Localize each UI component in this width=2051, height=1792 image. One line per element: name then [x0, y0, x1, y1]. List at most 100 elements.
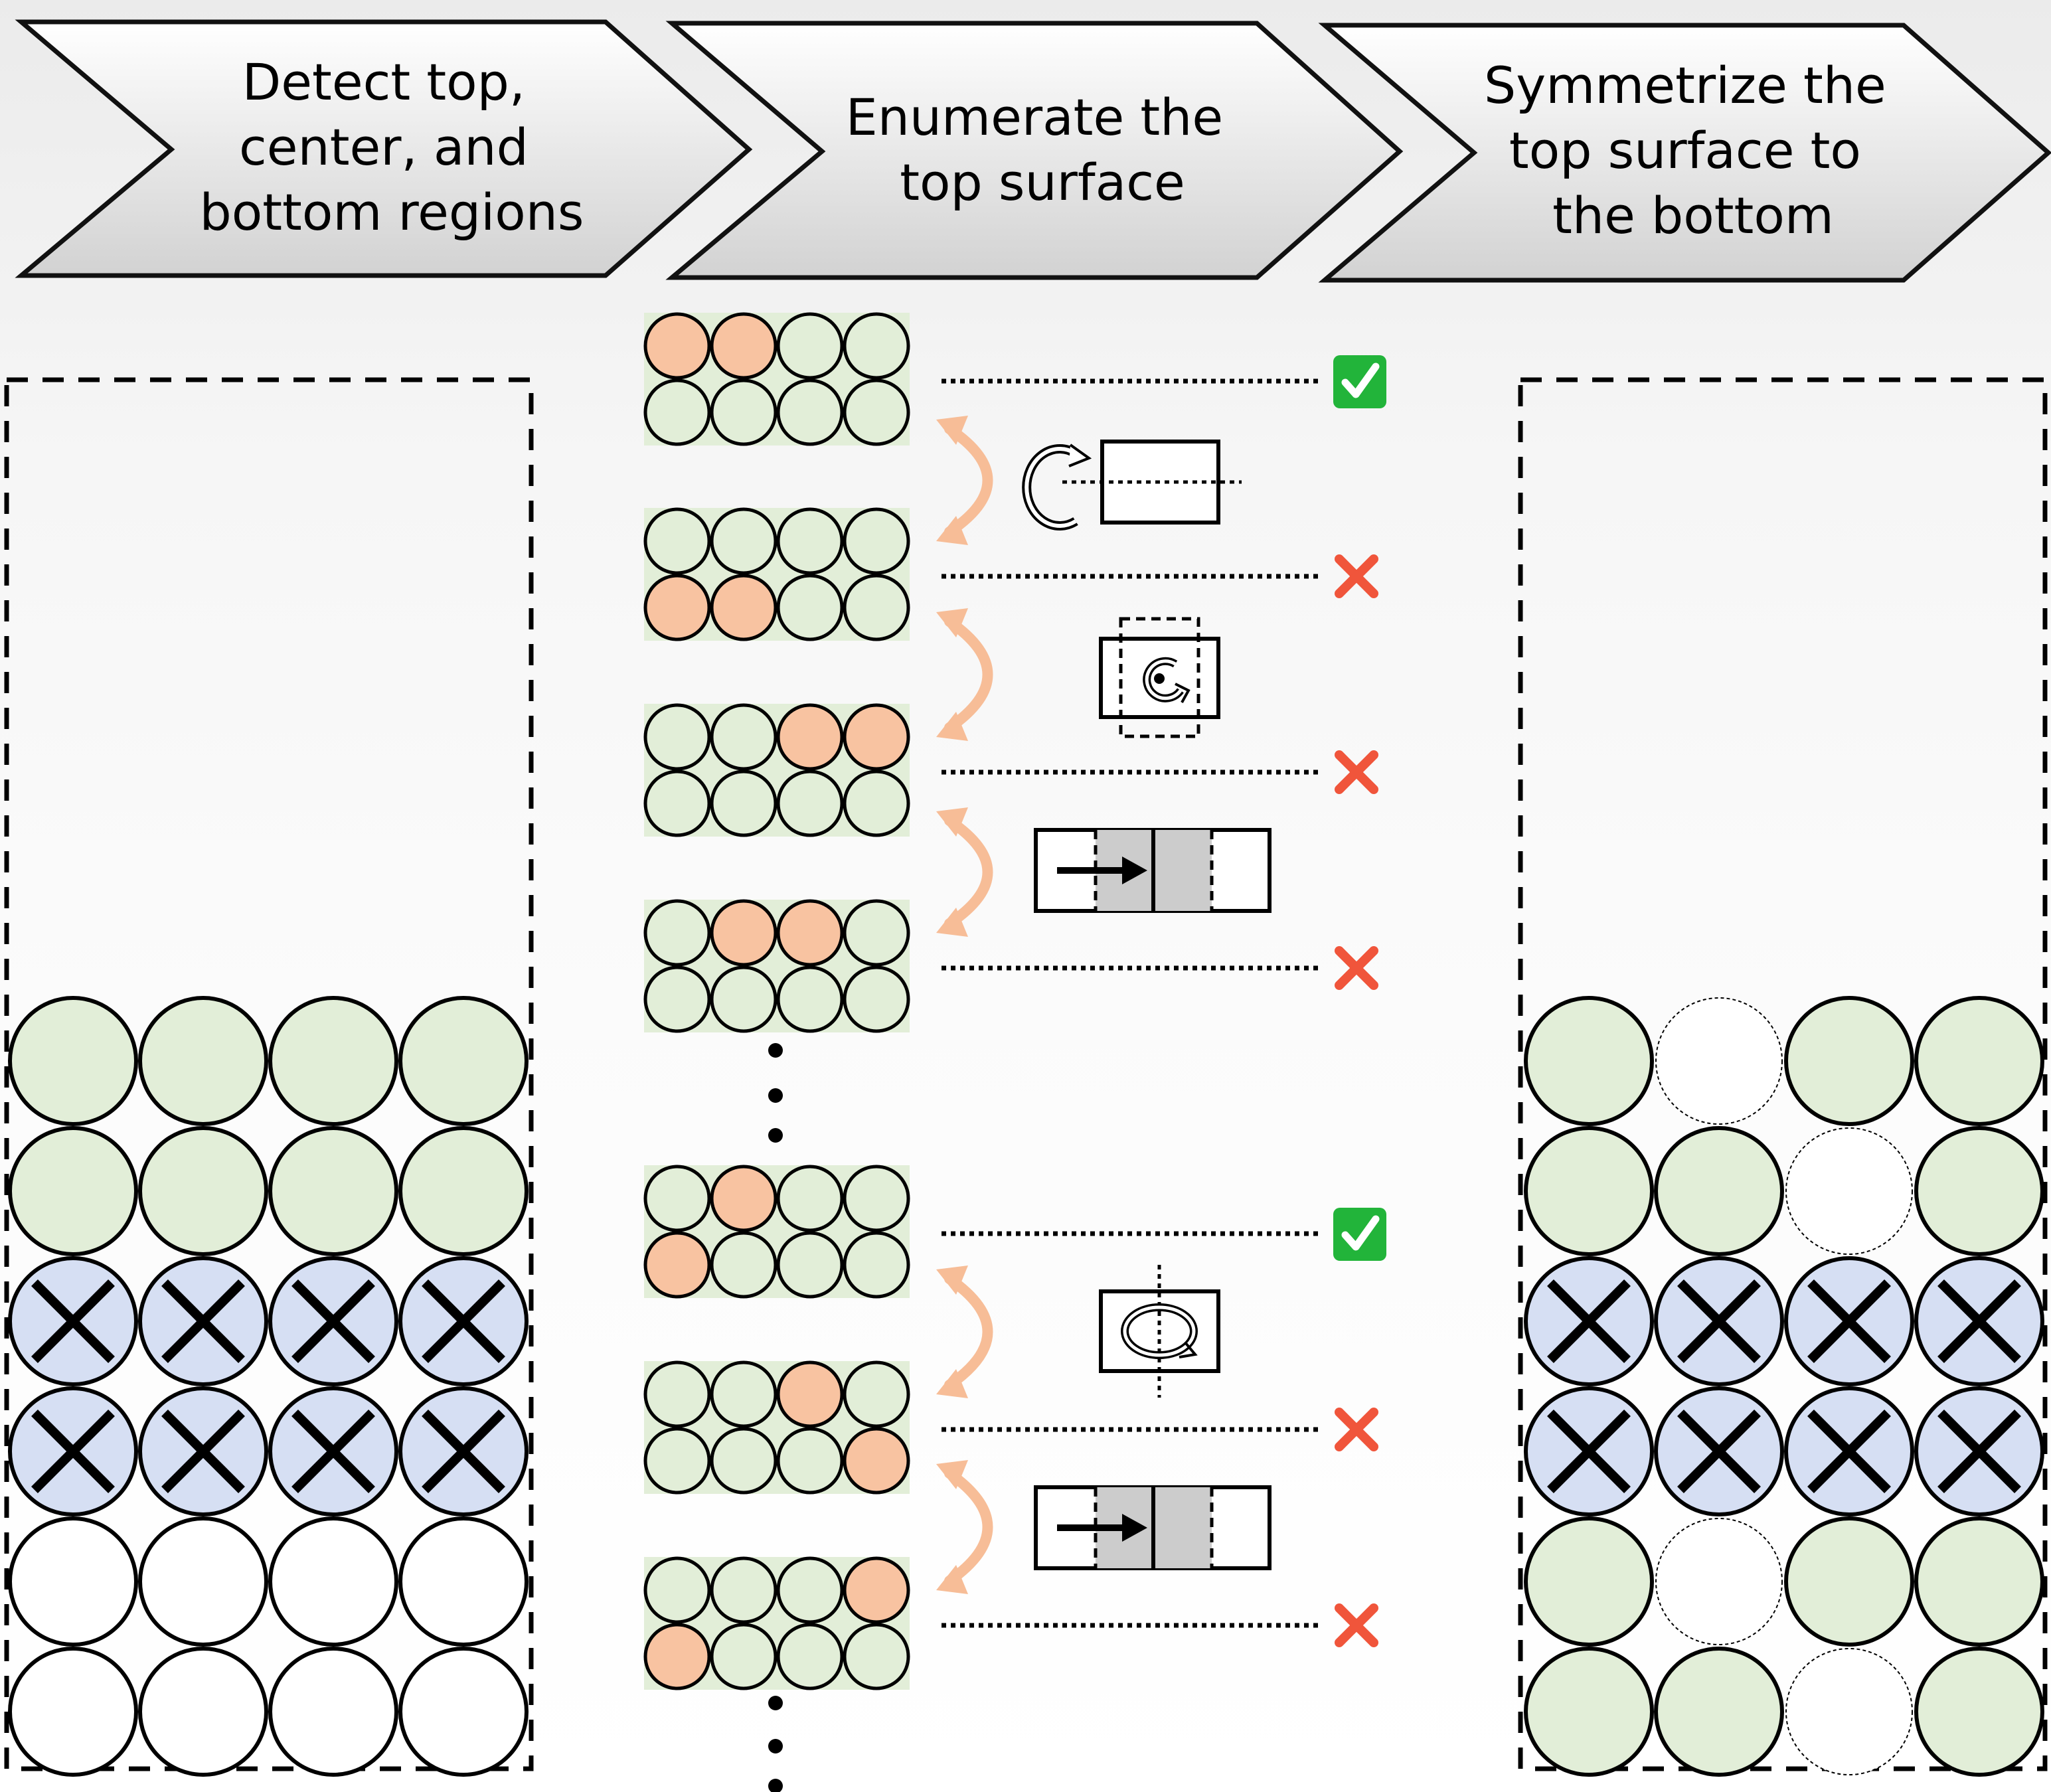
step-1-line-2: center, and: [239, 118, 529, 177]
left-cell-r3-c3: [398, 1386, 529, 1516]
right-cell-r3-c2: [1784, 1386, 1914, 1516]
step-2-line-1: Enumerate the: [846, 88, 1223, 147]
config-7-bottom-site-1: [643, 1623, 711, 1690]
config-3-bottom-site-2: [710, 770, 778, 837]
cycle-arrow-2: [936, 608, 993, 741]
configuration-5: [643, 1165, 910, 1299]
cycle-arrows: [936, 416, 993, 1594]
config-7-top-site-2: [710, 1556, 778, 1624]
ellipsis-dots-lower: [768, 1696, 783, 1792]
config-7-top-site-1: [643, 1556, 711, 1624]
config-5-bottom-site-2: [710, 1231, 778, 1299]
right-cell-r4-c1: [1655, 1518, 1783, 1645]
left-cell-r0-c1: [138, 996, 268, 1126]
config-3-top-site-3: [776, 703, 844, 771]
config-7-top-site-4: [843, 1556, 910, 1624]
config-5-bottom-site-1: [643, 1231, 711, 1299]
config-4-bottom-site-4: [843, 965, 910, 1033]
config-4-top-site-2: [710, 899, 778, 967]
cross-mark-icon: [1335, 750, 1378, 794]
right-cell-r5-c1: [1654, 1647, 1784, 1777]
check-mark-icon: [1333, 1208, 1386, 1261]
config-4-top-site-4: [843, 899, 910, 967]
left-cell-r3-c2: [268, 1386, 398, 1516]
right-cell-r2-c1: [1654, 1256, 1784, 1386]
right-cell-r5-c3: [1914, 1647, 2044, 1777]
svg-text:Detect top, center, and: Detect top, center, and bottom regions: [200, 52, 584, 242]
right-cell-r3-c3: [1914, 1386, 2044, 1516]
config-2-bottom-site-1: [643, 574, 711, 641]
cycle-arrow-5: [936, 1460, 993, 1594]
right-cell-r1-c3: [1914, 1126, 2044, 1256]
step-3-line-2: top surface to: [1509, 121, 1861, 180]
step-chevron-2: Enumerate the top surface: [665, 21, 1404, 280]
config-7-bottom-site-3: [776, 1623, 844, 1690]
svg-text:Symmetrize the top surfa: Symmetrize the top surface to the bottom: [1484, 56, 1902, 245]
right-cell-r0-c1: [1655, 997, 1783, 1125]
config-4-bottom-site-3: [776, 965, 844, 1033]
left-cell-r1-c2: [268, 1126, 398, 1256]
step-2-line-2: top surface: [900, 153, 1185, 212]
config-1-bottom-site-3: [776, 378, 844, 446]
config-1-bottom-site-1: [643, 378, 711, 446]
config-6-bottom-site-2: [710, 1427, 778, 1495]
right-cell-r0-c0: [1524, 996, 1654, 1126]
config-1-top-site-3: [776, 312, 844, 380]
config-3-bottom-site-3: [776, 770, 844, 837]
config-6-top-site-1: [643, 1360, 711, 1428]
cycle-arrow-1: [936, 416, 993, 545]
translate-shift-icon: [1034, 828, 1272, 913]
configuration-6: [643, 1360, 910, 1495]
left-cell-r5-c2: [268, 1647, 398, 1777]
config-3-bottom-site-1: [643, 770, 711, 837]
right-cell-r4-c0: [1524, 1516, 1654, 1647]
left-cell-r0-c2: [268, 996, 398, 1126]
config-5-bottom-site-4: [843, 1231, 910, 1299]
config-5-top-site-3: [776, 1165, 844, 1232]
configuration-3: [643, 703, 910, 837]
config-6-top-site-4: [843, 1360, 910, 1428]
right-cell-r2-c2: [1784, 1256, 1914, 1386]
config-1-bottom-site-4: [843, 378, 910, 446]
left-cell-r1-c0: [8, 1126, 138, 1256]
left-cell-r2-c2: [268, 1256, 398, 1386]
svg-text:Enumerate the top surfac: Enumerate the top surface: [846, 88, 1240, 212]
step-3-line-1: Symmetrize the: [1484, 56, 1886, 115]
configuration-4: [643, 899, 910, 1033]
step-chevron-3: Symmetrize the top surface to the bottom: [1318, 23, 2051, 283]
right-cell-r1-c1: [1654, 1126, 1784, 1256]
left-cell-r4-c0: [8, 1516, 138, 1647]
left-cell-r3-c1: [138, 1386, 268, 1516]
config-3-top-site-2: [710, 703, 778, 771]
left-cell-r0-c0: [8, 996, 138, 1126]
right-cell-r2-c0: [1524, 1256, 1654, 1386]
right-cell-r2-c3: [1914, 1256, 2044, 1386]
step-1-line-3: bottom regions: [200, 183, 584, 242]
left-cell-r4-c1: [138, 1516, 268, 1647]
config-5-top-site-1: [643, 1165, 711, 1232]
config-2-top-site-4: [843, 507, 910, 575]
config-6-bottom-site-4: [843, 1427, 910, 1495]
configuration-list: [643, 312, 910, 1690]
rotate-about-vertical-axis-icon: [1099, 1265, 1220, 1398]
left-cell-r5-c1: [138, 1647, 268, 1777]
config-6-bottom-site-1: [643, 1427, 711, 1495]
config-2-bottom-site-2: [710, 574, 778, 641]
left-cell-r4-c3: [398, 1516, 529, 1647]
config-3-top-site-1: [643, 703, 711, 771]
left-cell-r1-c1: [138, 1126, 268, 1256]
config-1-bottom-site-2: [710, 378, 778, 446]
left-cell-r5-c0: [8, 1647, 138, 1777]
result-marks: [1333, 355, 1386, 1647]
cross-mark-icon: [1335, 946, 1378, 990]
right-panel-grid: [1524, 996, 2044, 1777]
right-cell-r4-c3: [1914, 1516, 2044, 1647]
right-cell-r0-c2: [1784, 996, 1914, 1126]
config-7-top-site-3: [776, 1556, 844, 1624]
rotate-about-horizontal-axis-icon: [1022, 440, 1242, 530]
step-1-line-1: Detect top,: [242, 52, 525, 112]
config-5-top-site-2: [710, 1165, 778, 1232]
config-3-bottom-site-4: [843, 770, 910, 837]
step-chevron-1: Detect top, center, and bottom regions: [15, 19, 753, 278]
